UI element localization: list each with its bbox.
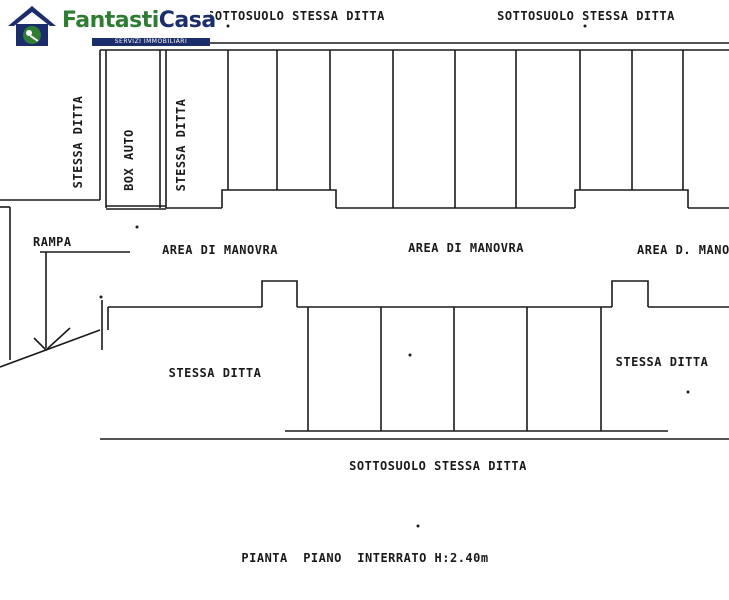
brand-logo: FantastiCasa SERVIZI IMMOBILIARI xyxy=(4,2,216,48)
label-area-manovra-3: AREA D. MANO xyxy=(637,243,729,257)
label-box-auto: BOX AUTO xyxy=(122,129,136,191)
label-bottom-sottosuolo: SOTTOSUOLO STESSA DITTA xyxy=(349,459,527,473)
label-stessa-ditta-left: STESSA DITTA xyxy=(71,95,85,188)
brand-name-part1: Fantasti xyxy=(62,8,159,33)
brand-name: FantastiCasa xyxy=(62,8,216,33)
brand-name-part2: Casa xyxy=(158,8,216,33)
plan-walls xyxy=(0,42,729,440)
label-area-manovra-1: AREA DI MANOVRA xyxy=(162,243,278,257)
label-stessa-ditta-left-2: STESSA DITTA xyxy=(174,98,188,191)
label-rampa: RAMPA xyxy=(33,235,72,249)
plan-title: PIANTA PIANO INTERRATO H:2.40m xyxy=(241,551,488,565)
label-top-sottosuolo-right: SOTTOSUOLO STESSA DITTA xyxy=(497,9,675,23)
label-area-manovra-2: AREA DI MANOVRA xyxy=(408,241,524,255)
house-logo-icon xyxy=(8,6,56,46)
label-stessa-ditta-bottom-left: STESSA DITTA xyxy=(169,366,262,380)
label-stessa-ditta-bottom-right: STESSA DITTA xyxy=(616,355,709,369)
plan-marks xyxy=(99,24,690,528)
label-top-sottosuolo-left: SOTTOSUOLO STESSA DITTA xyxy=(207,9,385,23)
brand-tagline: SERVIZI IMMOBILIARI xyxy=(92,38,210,46)
